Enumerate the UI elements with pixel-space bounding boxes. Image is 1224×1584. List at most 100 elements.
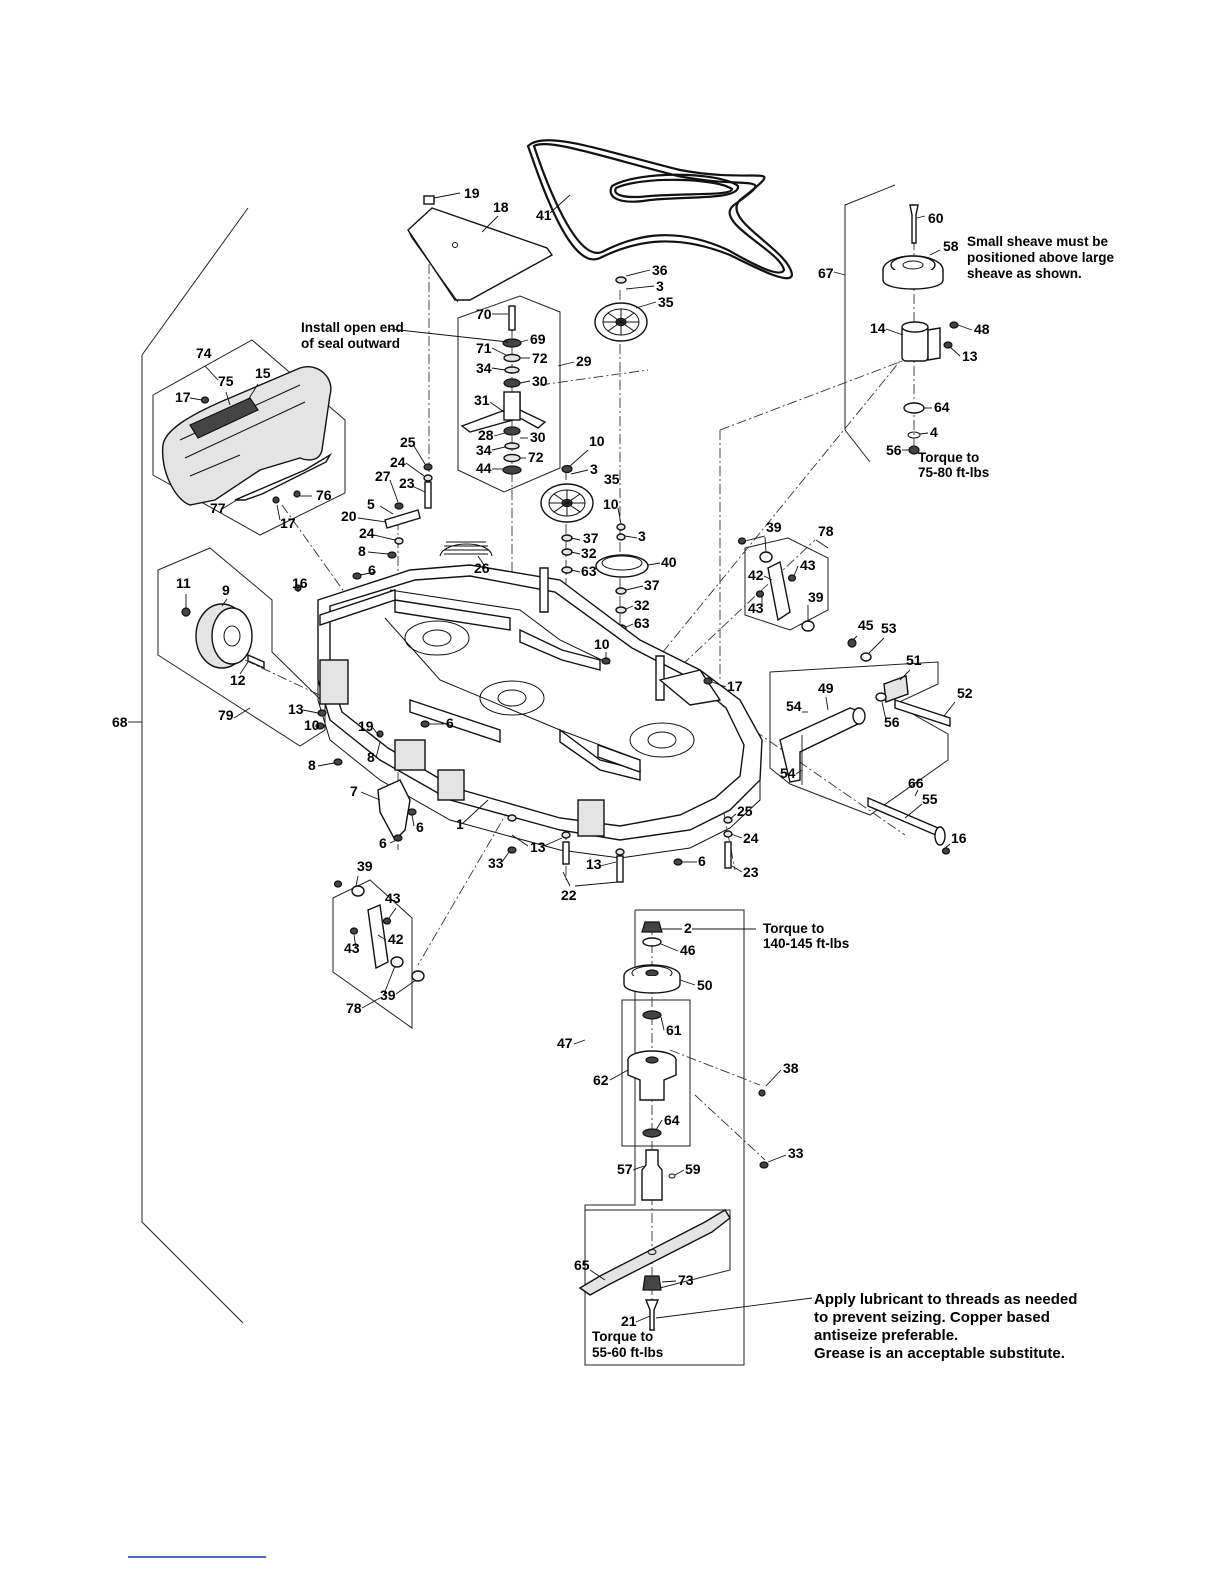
spindle-assembly xyxy=(623,921,769,1201)
callout-10: 10 xyxy=(304,717,320,733)
callout-4: 4 xyxy=(930,424,938,440)
callout-29: 29 xyxy=(576,353,592,369)
callout-79: 79 xyxy=(218,707,234,723)
callout-51: 51 xyxy=(906,652,922,668)
callout-73: 73 xyxy=(678,1272,694,1288)
frame-47-inner xyxy=(621,999,691,1147)
callout-74: 74 xyxy=(196,345,212,361)
callout-62: 62 xyxy=(593,1072,609,1088)
callout-48: 48 xyxy=(974,321,990,337)
callout-63: 63 xyxy=(581,563,597,579)
assembly-notes: Install open end of seal outward Small s… xyxy=(301,234,1115,1362)
callout-31: 31 xyxy=(474,392,490,408)
frame-65 xyxy=(585,1209,731,1291)
belt-cover xyxy=(407,195,554,303)
callout-47: 47 xyxy=(557,1035,573,1051)
callout-10: 10 xyxy=(603,496,619,512)
callout-41: 41 xyxy=(536,207,552,223)
note-lubricant-line1: Apply lubricant to threads as needed xyxy=(814,1291,1077,1308)
callout-33: 33 xyxy=(488,855,504,871)
callout-32: 32 xyxy=(634,597,650,613)
callout-19: 19 xyxy=(464,185,480,201)
frame-78-left xyxy=(332,879,413,1029)
callout-5: 5 xyxy=(367,496,375,512)
callout-61: 61 xyxy=(666,1022,682,1038)
callout-38: 38 xyxy=(783,1060,799,1076)
callout-58: 58 xyxy=(943,238,959,254)
callout-53: 53 xyxy=(881,620,897,636)
frame-74 xyxy=(152,339,346,536)
callout-66: 66 xyxy=(908,775,924,791)
callout-26: 26 xyxy=(474,560,490,576)
callout-37: 37 xyxy=(583,530,599,546)
callout-39: 39 xyxy=(808,589,824,605)
callout-34: 34 xyxy=(476,442,492,458)
front-bracket xyxy=(333,758,417,842)
callout-3: 3 xyxy=(638,528,646,544)
callout-59: 59 xyxy=(685,1161,701,1177)
callout-6: 6 xyxy=(446,715,454,731)
callout-43: 43 xyxy=(344,940,360,956)
note-sheave-line1: Small sheave must be xyxy=(967,234,1109,249)
discharge-deflector xyxy=(161,366,332,506)
note-torque-sheave-line2: 75-80 ft-lbs xyxy=(918,465,989,480)
callout-1: 1 xyxy=(456,816,464,832)
callout-17: 17 xyxy=(175,389,191,405)
sheave-assembly xyxy=(882,204,959,455)
callout-54: 54 xyxy=(780,765,796,781)
note-sheave-line3: sheave as shown. xyxy=(967,266,1082,281)
callout-19: 19 xyxy=(358,718,374,734)
callout-75: 75 xyxy=(218,373,234,389)
callout-57: 57 xyxy=(617,1161,633,1177)
callout-13: 13 xyxy=(530,839,546,855)
callout-6: 6 xyxy=(416,819,424,835)
callout-18: 18 xyxy=(493,199,509,215)
callout-76: 76 xyxy=(316,487,332,503)
callout-39: 39 xyxy=(357,858,373,874)
callout-10: 10 xyxy=(594,636,610,652)
callout-68: 68 xyxy=(112,714,128,730)
callout-32: 32 xyxy=(581,545,597,561)
note-torque-blade-line1: Torque to xyxy=(592,1329,653,1344)
callout-71: 71 xyxy=(476,340,492,356)
callout-25: 25 xyxy=(400,434,416,450)
callout-40: 40 xyxy=(661,554,677,570)
callout-72: 72 xyxy=(528,449,544,465)
callout-6: 6 xyxy=(379,835,387,851)
callout-8: 8 xyxy=(367,749,375,765)
callout-24: 24 xyxy=(743,830,759,846)
callout-56: 56 xyxy=(884,714,900,730)
callout-7: 7 xyxy=(350,783,358,799)
callout-11: 11 xyxy=(176,575,191,591)
callout-6: 6 xyxy=(698,853,706,869)
callout-8: 8 xyxy=(358,543,366,559)
callout-15: 15 xyxy=(255,365,271,381)
callout-45: 45 xyxy=(858,617,874,633)
callout-6: 6 xyxy=(368,562,376,578)
callout-63: 63 xyxy=(634,615,650,631)
callout-8: 8 xyxy=(308,757,316,773)
callout-64: 64 xyxy=(664,1112,680,1128)
callout-65: 65 xyxy=(574,1257,590,1273)
callout-23: 23 xyxy=(743,864,759,880)
note-lubricant-line3: antiseize preferable. xyxy=(814,1327,958,1344)
callout-43: 43 xyxy=(748,600,764,616)
callout-30: 30 xyxy=(530,429,546,445)
callout-39: 39 xyxy=(380,987,396,1003)
idler-pulleys xyxy=(540,276,648,574)
callout-67: 67 xyxy=(818,265,834,281)
callout-44: 44 xyxy=(476,460,492,476)
frame-78-right xyxy=(744,537,829,631)
callout-60: 60 xyxy=(928,210,944,226)
leader-lines xyxy=(128,192,973,1323)
callout-78: 78 xyxy=(346,1000,362,1016)
callout-50: 50 xyxy=(697,977,713,993)
callout-55: 55 xyxy=(922,791,938,807)
callout-56: 56 xyxy=(886,442,902,458)
callout-34: 34 xyxy=(476,360,492,376)
note-torque-spindle-line1: Torque to xyxy=(763,921,824,936)
callout-17: 17 xyxy=(727,678,743,694)
callout-49: 49 xyxy=(818,680,834,696)
callout-24: 24 xyxy=(359,525,375,541)
